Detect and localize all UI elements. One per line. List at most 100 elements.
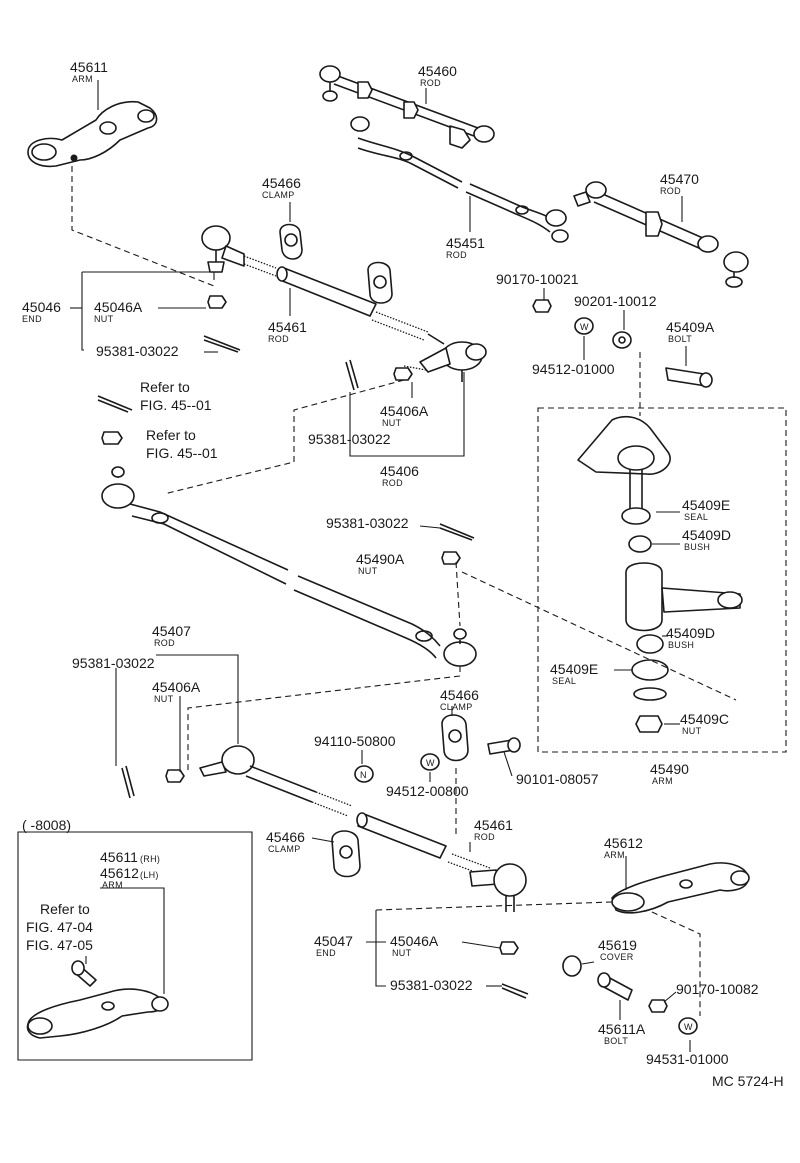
tie-rod-end-45407: [199, 745, 353, 817]
cotter-pin-d: [121, 765, 135, 799]
callout-nut-45406A-bottom: 45406A NUT: [152, 679, 201, 704]
bolt-90101-08057: [487, 737, 521, 755]
callout-nut-45409C: 45409C NUT: [680, 711, 729, 736]
cotter-pin-c: [439, 523, 475, 541]
callout-nut-45046A-bottom: 45046A NUT: [390, 933, 439, 958]
part-name: BUSH: [684, 542, 710, 552]
center-rod-45451: [350, 116, 569, 243]
nut-45406A-top: [393, 367, 413, 381]
callout-94512-00800: 94512-00800: [386, 783, 469, 799]
tie-rod-end-45047: [469, 863, 527, 912]
pitman-arm-top: [27, 100, 158, 168]
part-number: 45409C: [680, 711, 729, 727]
refer-nut: [101, 431, 123, 445]
clamp-mid: [441, 714, 469, 762]
part-name: ARM: [72, 74, 93, 84]
part-name: ARM: [652, 776, 673, 786]
part-number: 45406A: [380, 403, 429, 419]
pitman-arm-45612: [611, 862, 750, 914]
part-number: 45409E: [682, 497, 730, 513]
callout-cover-45619: 45619 COVER: [598, 937, 637, 962]
part-number: 45619: [598, 937, 637, 953]
leader-lines: [70, 80, 737, 1052]
part-name: NUT: [392, 948, 412, 958]
callout-94110-50800: 94110-50800: [314, 733, 396, 749]
callout-arm-45611: 45611 ARM: [70, 59, 108, 84]
refer-to-line2: FIG. 45--01: [140, 397, 212, 413]
part-number: 45466: [440, 687, 479, 703]
idler-arm-box: [537, 407, 787, 753]
center-link: [101, 466, 477, 667]
callout-nut-45406A-top: 45406A NUT: [380, 403, 429, 428]
washer-94512-00800: [420, 753, 440, 771]
inset-labels: ( -8008) 45611 (RH) 45612 (LH) ARM Refer…: [22, 817, 160, 953]
part-number: 45461: [268, 319, 307, 335]
refer-to-line1: Refer to: [140, 379, 190, 395]
callout-pin-95381-c: 95381-03022: [326, 515, 409, 531]
callout-arm-45612: 45612 ARM: [604, 835, 643, 860]
part-name: NUT: [682, 726, 702, 736]
callout-seal-45409E-bottom: 45409E SEAL: [550, 661, 598, 686]
callout-clamp-45466-mid: 45466 CLAMP: [440, 687, 479, 712]
relay-rod-45460: [319, 65, 495, 149]
part-number: 45046A: [390, 933, 439, 949]
washer-mark-n: N: [360, 770, 367, 780]
part-number: 45047: [314, 933, 353, 949]
nut-45046A-bottom: [499, 941, 519, 955]
cotter-pin-b: [345, 359, 359, 391]
callout-seal-45409E-top: 45409E SEAL: [682, 497, 730, 522]
callout-refer-a: Refer to FIG. 45--01: [140, 379, 212, 413]
callout-clamp-45466-bottom: 45466 CLAMP: [266, 829, 305, 854]
idler-arm-assembly: [577, 415, 743, 733]
adjusting-tube-top: [276, 266, 445, 345]
callout-90101-08057: 90101-08057: [516, 771, 599, 787]
inset-arm-rh-tag: (RH): [140, 854, 160, 864]
callout-refer-b: Refer to FIG. 45--01: [146, 427, 218, 461]
callout-pin-95381-b: 95381-03022: [308, 431, 391, 447]
tie-rod-end-45046: [201, 225, 277, 277]
part-name: ROD: [268, 334, 289, 344]
part-name: SEAL: [552, 676, 576, 686]
part-number: 45409A: [666, 319, 715, 335]
bolt-45409A: [665, 367, 713, 388]
part-name: NUT: [154, 694, 174, 704]
refer-to-line2: FIG. 45--01: [146, 445, 218, 461]
part-name: BOLT: [668, 334, 692, 344]
inset-arm-lh-tag: (LH): [140, 870, 159, 880]
callout-rod-45407: 45407 ROD: [152, 623, 191, 648]
nut-90170-10021: [532, 299, 552, 313]
part-number: 45409D: [682, 527, 731, 543]
washer-94531-01000: [678, 1017, 698, 1035]
nut-top: [207, 295, 227, 309]
inset-refer-line3: FIG. 47-05: [26, 937, 93, 953]
callout-rod-45451: 45451 ROD: [446, 235, 485, 260]
callout-bolt-45409A: 45409A BOLT: [666, 319, 715, 344]
part-name: ARM: [604, 850, 625, 860]
part-name: NUT: [382, 418, 402, 428]
callout-90201-10012: 90201-10012: [574, 293, 657, 309]
nut-45490A: [441, 551, 461, 565]
nut-45406A-bottom: [165, 769, 185, 783]
callout-rod-45461-top: 45461 ROD: [268, 319, 307, 344]
part-name: COVER: [600, 952, 634, 962]
callout-rod-45460: 45460 ROD: [418, 63, 457, 88]
part-number: 45407: [152, 623, 191, 639]
callout-pin-95381-d: 95381-03022: [72, 655, 155, 671]
callout-90170-10021: 90170-10021: [496, 271, 579, 287]
callout-bush-45409D-bottom: 45409D BUSH: [666, 625, 715, 650]
drawing-code: MC 5724-H: [712, 1073, 784, 1089]
callout-94512-01000: 94512-01000: [532, 361, 615, 377]
part-name: NUT: [358, 566, 378, 576]
part-number: 45406: [380, 463, 419, 479]
part-number: 45460: [418, 63, 457, 79]
inset-arm-name: ARM: [102, 880, 123, 890]
refer-to-line1: Refer to: [146, 427, 196, 443]
part-name: ROD: [420, 78, 441, 88]
part-number: 45406A: [152, 679, 201, 695]
callout-pin-95381-a: 95381-03022: [96, 343, 179, 359]
callout-bolt-45611A: 45611A BOLT: [598, 1021, 646, 1046]
washer-mark-w-a: W: [580, 322, 589, 332]
part-name: CLAMP: [440, 702, 473, 712]
callout-end-45046: 45046 END: [22, 299, 61, 324]
part-number: 45611: [70, 59, 108, 75]
